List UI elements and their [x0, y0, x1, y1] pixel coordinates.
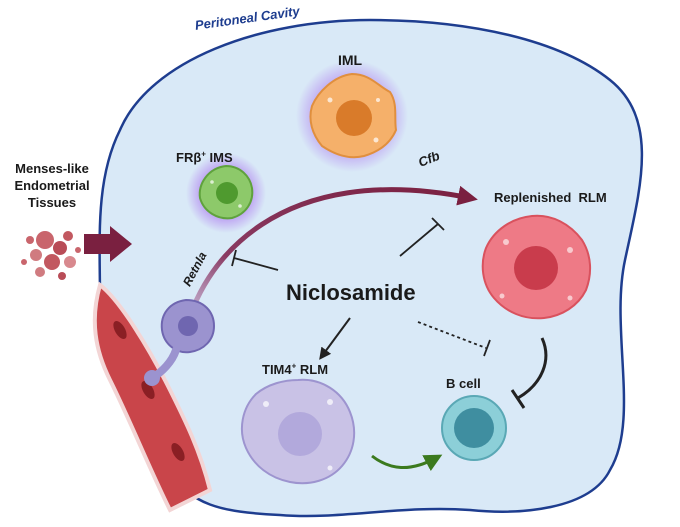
- niclosamide-to-tim4-arrow: [319, 317, 351, 360]
- b-cell: [441, 395, 507, 461]
- menses-label-line2: Endometrial: [14, 178, 90, 193]
- iml-label: IML: [338, 52, 363, 68]
- replenished-rlm-label: Replenished RLM: [494, 190, 607, 205]
- tim4-rlm-label: TIM4+ RLM: [262, 362, 328, 377]
- blood-vessel: [92, 281, 213, 513]
- inhibit-retnla: [231, 249, 279, 271]
- rlm-to-bcell-inhibit: [517, 337, 548, 400]
- tim4-rlm-cell: [240, 378, 356, 485]
- frb-ims-label-tail: IMS: [205, 150, 233, 165]
- entry-arrow: [84, 226, 132, 262]
- menses-label-line3: Tissues: [27, 195, 77, 210]
- iml-cell: [296, 60, 408, 172]
- inhibit-bcell-dotted: [417, 321, 491, 357]
- ims-vessel-cell: [144, 298, 216, 386]
- tim4-rlm-label-tail: RLM: [296, 362, 329, 377]
- b-cell-label: B cell: [446, 376, 481, 391]
- menses-label-line1: Menses-like: [15, 161, 89, 176]
- menses-label: Menses-like Endometrial Tissues: [4, 160, 100, 211]
- tim4-rlm-label-main: TIM4: [262, 362, 292, 377]
- frb-ims-label-sup: +: [201, 149, 206, 159]
- frb-ims-label: FRβ+ IMS: [176, 150, 233, 165]
- tim4-to-bcell-arrow: [371, 454, 443, 472]
- frb-ims-cell: [186, 153, 266, 233]
- tim4-rlm-label-sup: +: [291, 361, 297, 371]
- endometrial-tissue-icon: [21, 231, 81, 280]
- niclosamide-label: Niclosamide: [286, 280, 416, 305]
- inhibit-replenished-rlm: [399, 217, 445, 257]
- rlm-to-bcell-inhibit-bar: [510, 389, 526, 409]
- frb-ims-label-main: FRβ: [176, 150, 202, 165]
- replenished-rlm-cell: [481, 214, 592, 320]
